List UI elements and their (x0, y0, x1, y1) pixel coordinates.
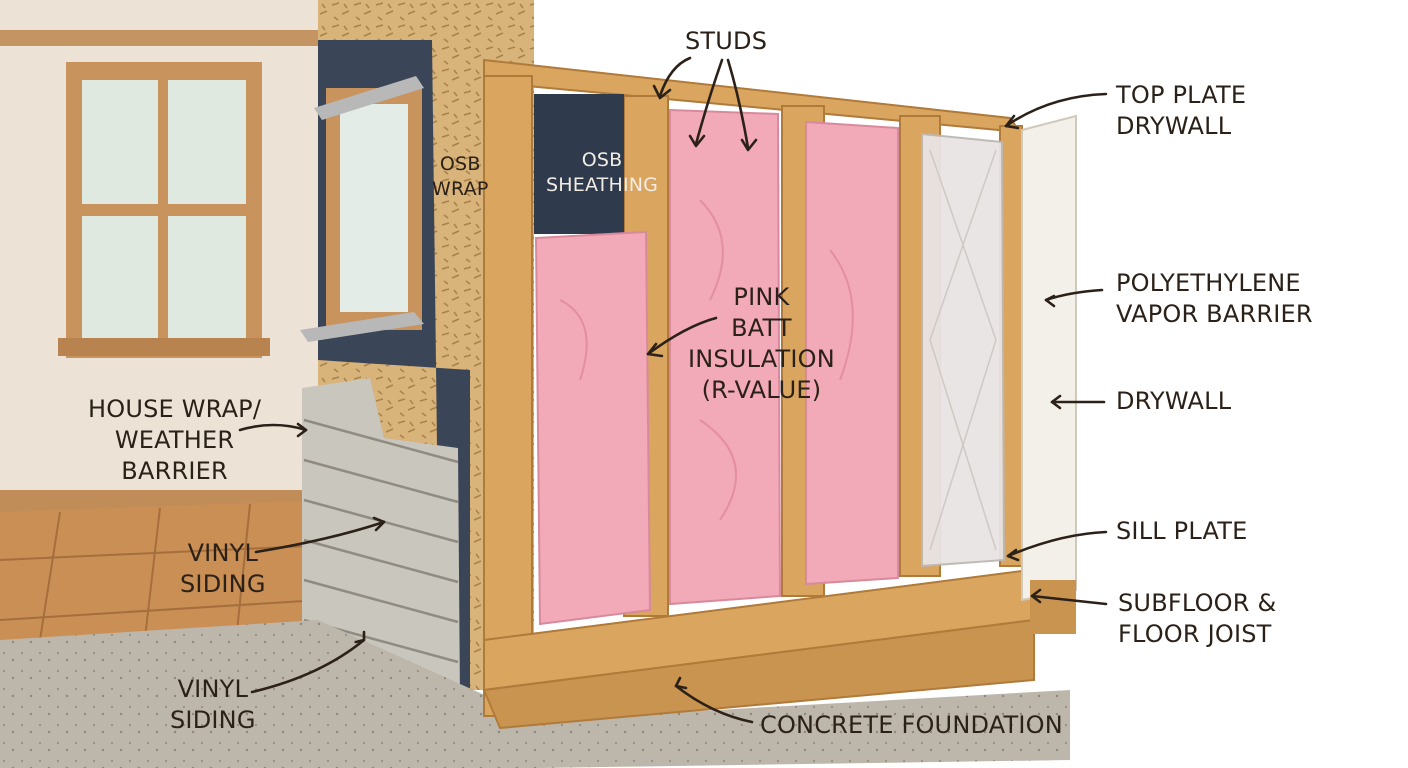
arrow-subfloor (1030, 594, 1108, 606)
label-vinyl-siding-upper: VINYL SIDING (180, 538, 266, 600)
label-sill-plate: SILL PLATE (1116, 517, 1248, 545)
label-vapor-barrier-line1: POLYETHYLENE (1116, 269, 1301, 297)
label-house-wrap-line2: WEATHER (114, 426, 235, 454)
label-osb-sheathing: OSB SHEATHING (546, 148, 658, 198)
exterior-window (300, 76, 424, 342)
arrow-insulation (646, 316, 718, 356)
arrow-sill-plate (1006, 530, 1108, 558)
label-osb-wrap-line1: OSB (439, 153, 481, 175)
label-pink-batt-line3: INSULATION (688, 345, 835, 373)
label-house-wrap: HOUSE WRAP/ WEATHER BARRIER (88, 394, 261, 487)
label-subfloor-line1: SUBFLOOR & (1118, 589, 1277, 617)
arrow-house-wrap (238, 423, 308, 432)
arrow-top-plate (1004, 92, 1108, 128)
label-vinyl-siding-lower-line1: VINYL (177, 675, 249, 703)
label-vapor-barrier-line2: VAPOR BARRIER (1116, 300, 1313, 328)
room-window (58, 62, 270, 358)
label-top-plate: TOP PLATE (1116, 81, 1247, 109)
floor-joist-end (1030, 580, 1076, 634)
label-subfloor-floor-joist: SUBFLOOR & FLOOR JOIST (1118, 588, 1276, 650)
label-pink-batt-line1: PINK (733, 283, 790, 311)
label-house-wrap-line1: HOUSE WRAP/ (88, 395, 262, 423)
label-drywall: DRYWALL (1116, 387, 1232, 415)
label-osb-wrap-line2: WRAP (432, 178, 489, 200)
arrowhead-marks (296, 84, 1062, 690)
label-concrete-foundation: CONCRETE FOUNDATION (760, 711, 1063, 739)
arrow-studs-2 (694, 58, 724, 146)
concrete-foundation (0, 620, 1070, 768)
label-pink-batt-insulation: PINK BATT INSULATION (R-VALUE) (688, 282, 835, 406)
arrow-vinyl-lower (250, 638, 366, 694)
label-vinyl-siding-upper-line2: SIDING (180, 570, 266, 598)
label-vinyl-siding-upper-line1: VINYL (187, 539, 259, 567)
label-house-wrap-line3: BARRIER (121, 457, 228, 485)
label-top-plate-drywall-line2: DRYWALL (1116, 112, 1232, 140)
label-pink-batt-line4: (R-VALUE) (701, 376, 822, 404)
vapor-barrier (921, 132, 1006, 568)
callout-arrows (238, 56, 1108, 724)
label-osb-sheathing-line2: SHEATHING (546, 174, 659, 196)
osb-sheathing-backing (534, 94, 624, 234)
arrow-vinyl-upper (254, 520, 386, 554)
arrow-foundation (674, 684, 754, 724)
label-osb-wrap: OSB WRAP (432, 152, 488, 202)
label-osb-sheathing-line1: OSB (581, 149, 623, 171)
label-vinyl-siding-lower: VINYL SIDING (170, 674, 256, 736)
drywall-panel (1021, 114, 1077, 602)
label-vapor-barrier: POLYETHYLENE VAPOR BARRIER (1116, 268, 1313, 330)
label-subfloor-line2: FLOOR JOIST (1118, 620, 1272, 648)
label-pink-batt-line2: BATT (731, 314, 792, 342)
insulation-batts (534, 108, 899, 626)
label-studs: STUDS (685, 27, 768, 55)
label-vinyl-siding-lower-line2: SIDING (170, 706, 256, 734)
label-top-plate-drywall: TOP PLATE DRYWALL (1116, 80, 1246, 142)
arrow-studs-1 (658, 56, 692, 98)
arrow-studs-3 (726, 58, 750, 150)
